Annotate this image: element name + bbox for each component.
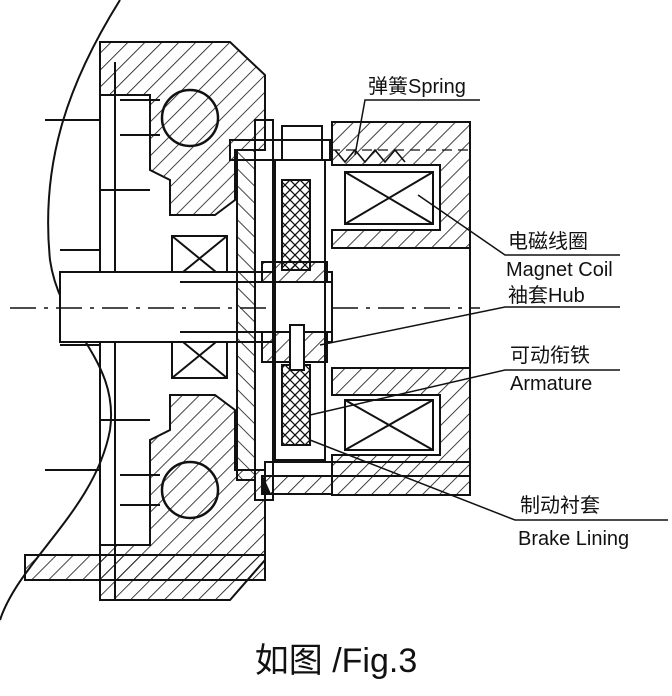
label-coil-en: Magnet Coil — [506, 259, 613, 281]
label-armature-cn: 可动衔铁 — [510, 344, 590, 367]
magnet-coil-lower — [344, 399, 434, 451]
leader-coil — [417, 194, 620, 256]
spring — [334, 148, 406, 164]
label-lining-en: Brake Lining — [518, 528, 629, 550]
label-coil-cn: 电磁线圈 — [508, 230, 588, 253]
motor-housing — [99, 41, 266, 216]
hub — [261, 261, 328, 283]
bolt-head-lower — [160, 460, 220, 520]
leader-spring — [354, 99, 480, 156]
leader-hub — [319, 306, 620, 346]
motor-core-lower — [45, 344, 101, 471]
label-lining-cn: 制动衬套 — [520, 494, 600, 517]
figure-caption: 如图 /Fig.3 — [255, 642, 417, 680]
brake-lining-lower — [281, 364, 311, 446]
magnet-housing-lower — [331, 367, 471, 496]
label-armature-en: Armature — [510, 373, 592, 395]
magnet-housing-upper — [331, 121, 471, 249]
base-plate — [24, 554, 266, 581]
leader-armature — [309, 369, 620, 416]
label-hub: 袖套Hub — [508, 284, 585, 307]
label-spring: 弹簧Spring — [368, 75, 466, 98]
motor-core-upper — [45, 119, 101, 251]
leader-lining — [309, 439, 668, 521]
magnet-coil-upper — [344, 171, 434, 225]
mounting-plate — [236, 149, 256, 481]
bolt-head-upper — [160, 88, 220, 148]
brake-lining-upper — [281, 179, 311, 271]
